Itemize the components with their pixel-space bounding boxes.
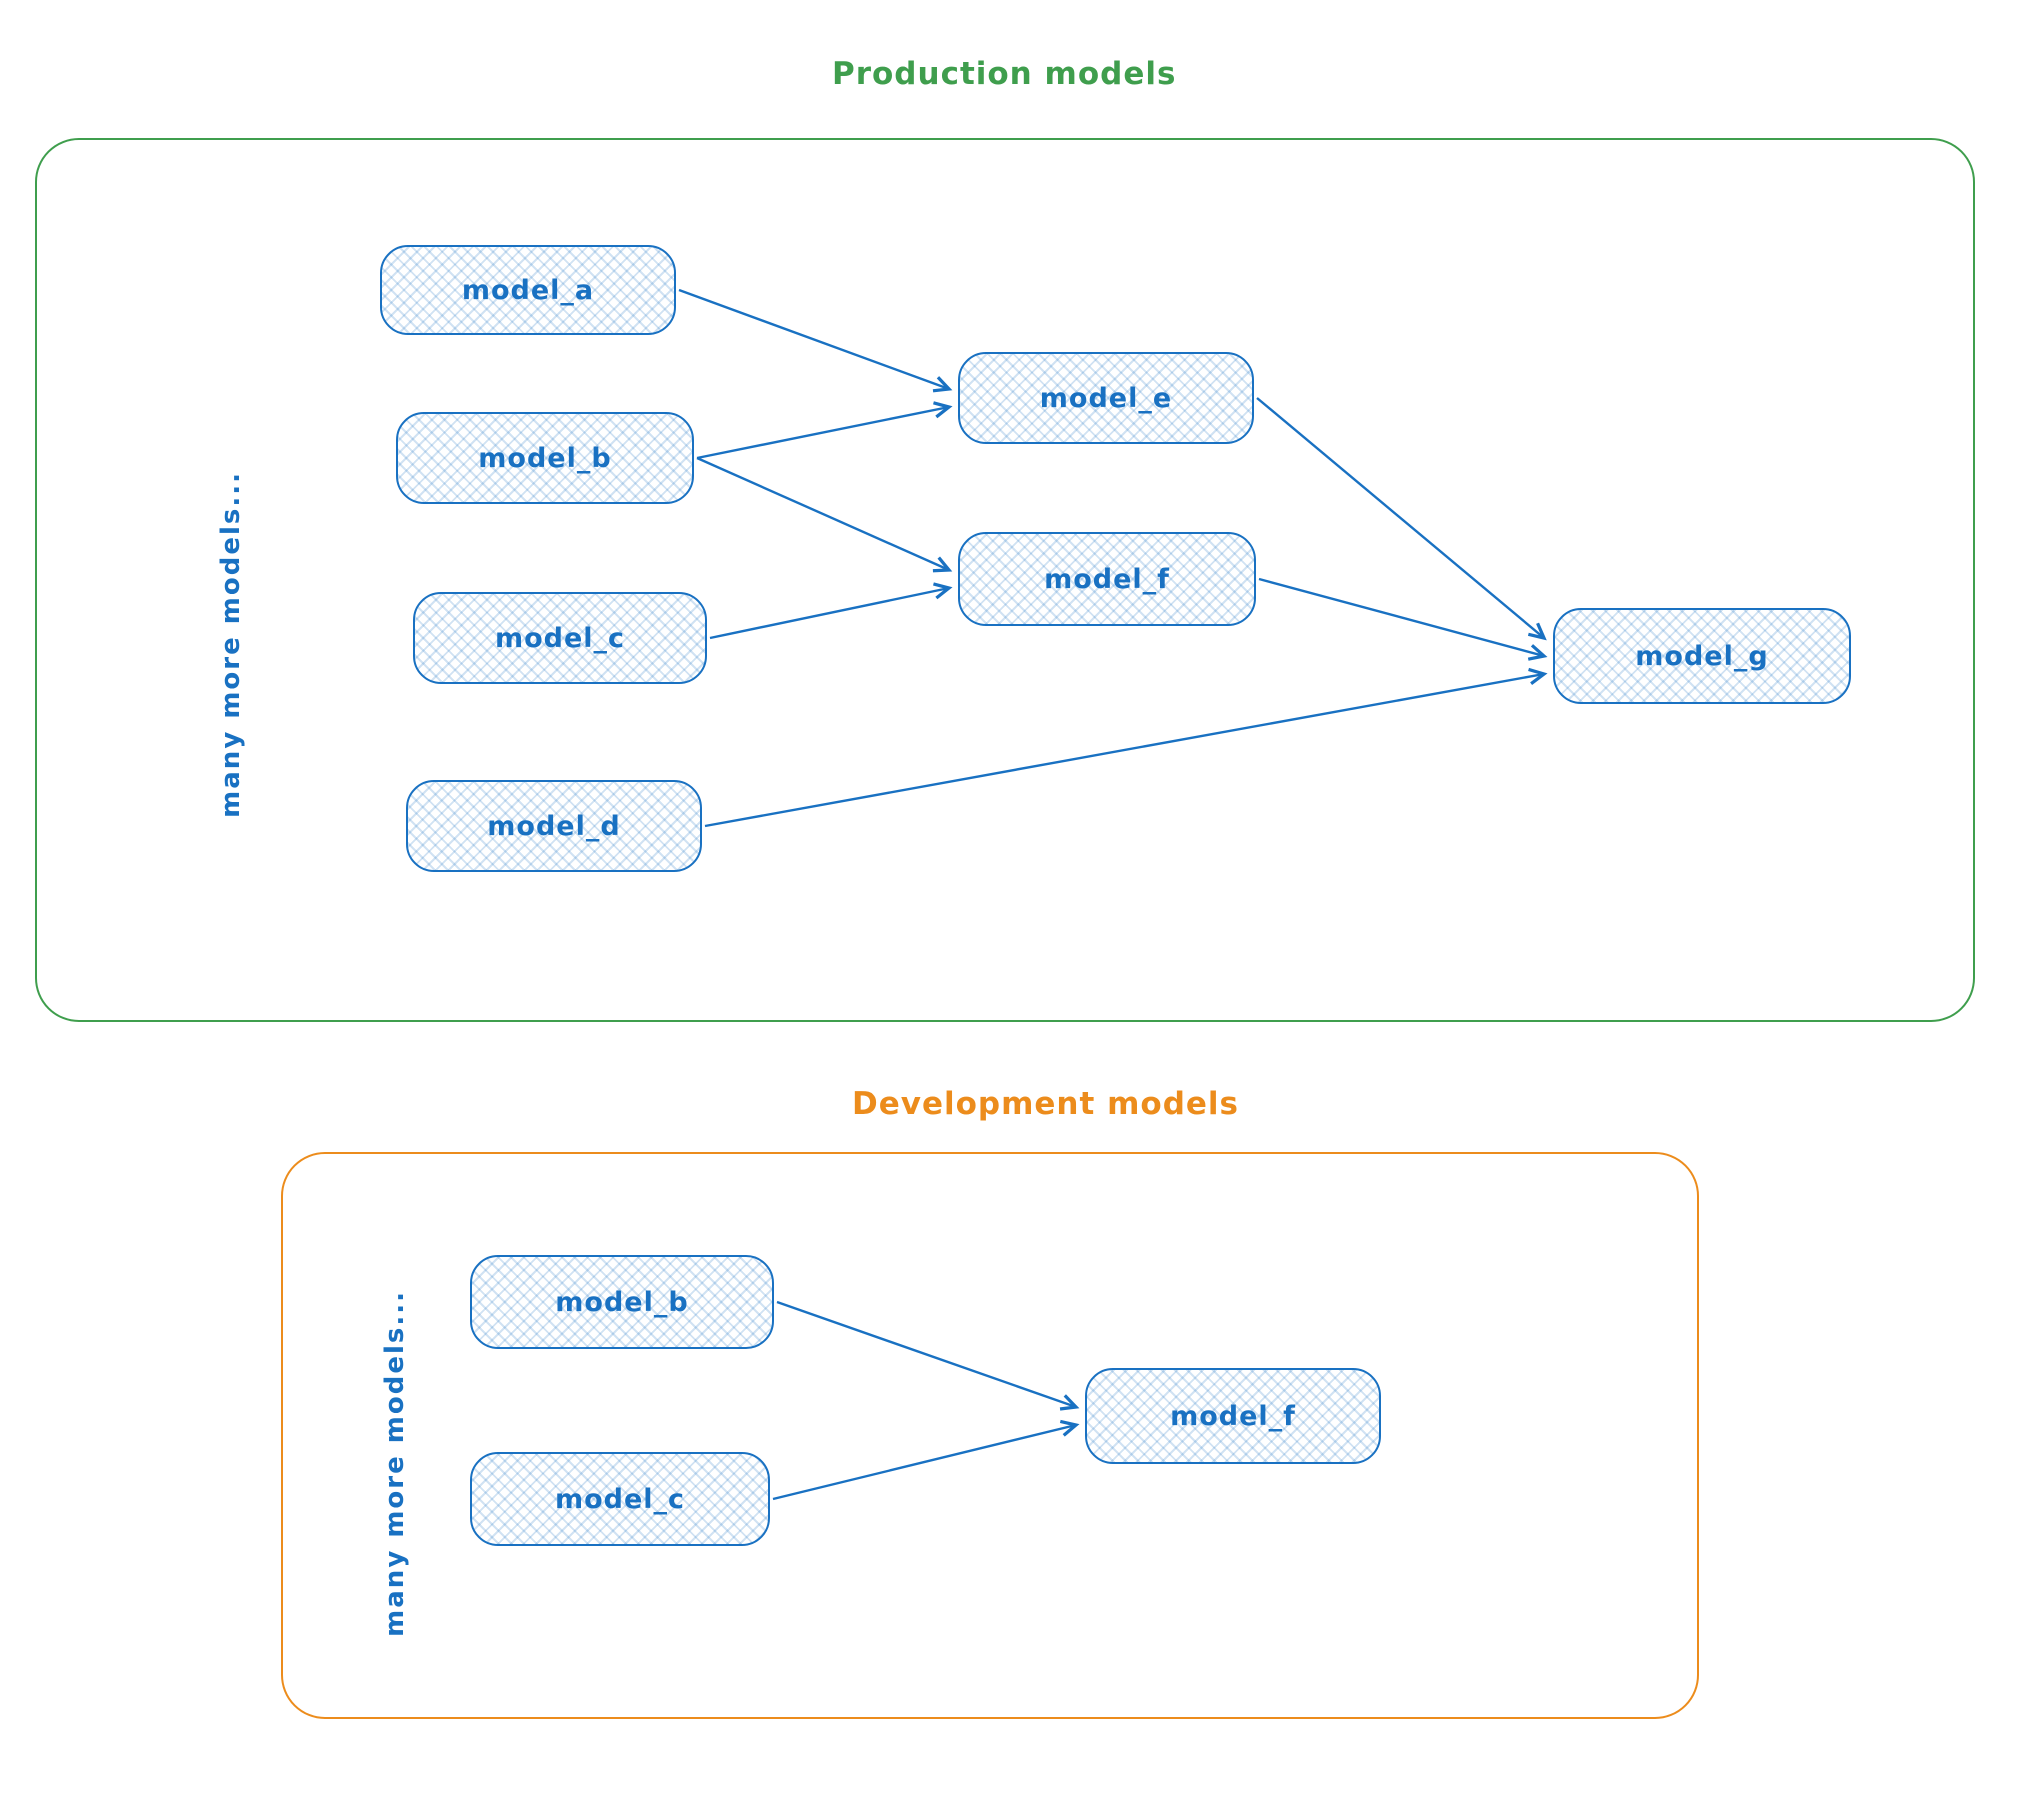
node-dev-model-b[interactable]: model_b bbox=[470, 1255, 774, 1349]
node-model-e-label: model_e bbox=[1039, 382, 1173, 414]
development-section-title: Development models bbox=[852, 1086, 1240, 1122]
production-frame bbox=[35, 138, 1975, 1022]
node-model-c-label: model_c bbox=[494, 622, 626, 654]
node-model-b[interactable]: model_b bbox=[396, 412, 694, 504]
node-dev-model-f[interactable]: model_f bbox=[1085, 1368, 1381, 1464]
node-model-a-label: model_a bbox=[461, 274, 595, 306]
node-model-e[interactable]: model_e bbox=[958, 352, 1254, 444]
production-section-title: Production models bbox=[832, 56, 1177, 92]
node-dev-model-f-label: model_f bbox=[1170, 1400, 1296, 1432]
node-model-b-label: model_b bbox=[478, 442, 612, 474]
node-model-d[interactable]: model_d bbox=[406, 780, 702, 872]
node-model-d-label: model_d bbox=[487, 810, 621, 842]
node-model-g-label: model_g bbox=[1635, 640, 1769, 672]
node-model-f-label: model_f bbox=[1044, 563, 1170, 595]
node-dev-model-b-label: model_b bbox=[555, 1286, 689, 1318]
development-side-label: many more models... bbox=[380, 1290, 410, 1637]
node-dev-model-c-label: model_c bbox=[554, 1483, 686, 1515]
node-model-c[interactable]: model_c bbox=[413, 592, 707, 684]
development-frame bbox=[281, 1152, 1699, 1719]
node-model-f[interactable]: model_f bbox=[958, 532, 1256, 626]
production-side-label: many more models... bbox=[216, 471, 246, 818]
node-dev-model-c[interactable]: model_c bbox=[470, 1452, 770, 1546]
node-model-g[interactable]: model_g bbox=[1553, 608, 1851, 704]
node-model-a[interactable]: model_a bbox=[380, 245, 676, 335]
